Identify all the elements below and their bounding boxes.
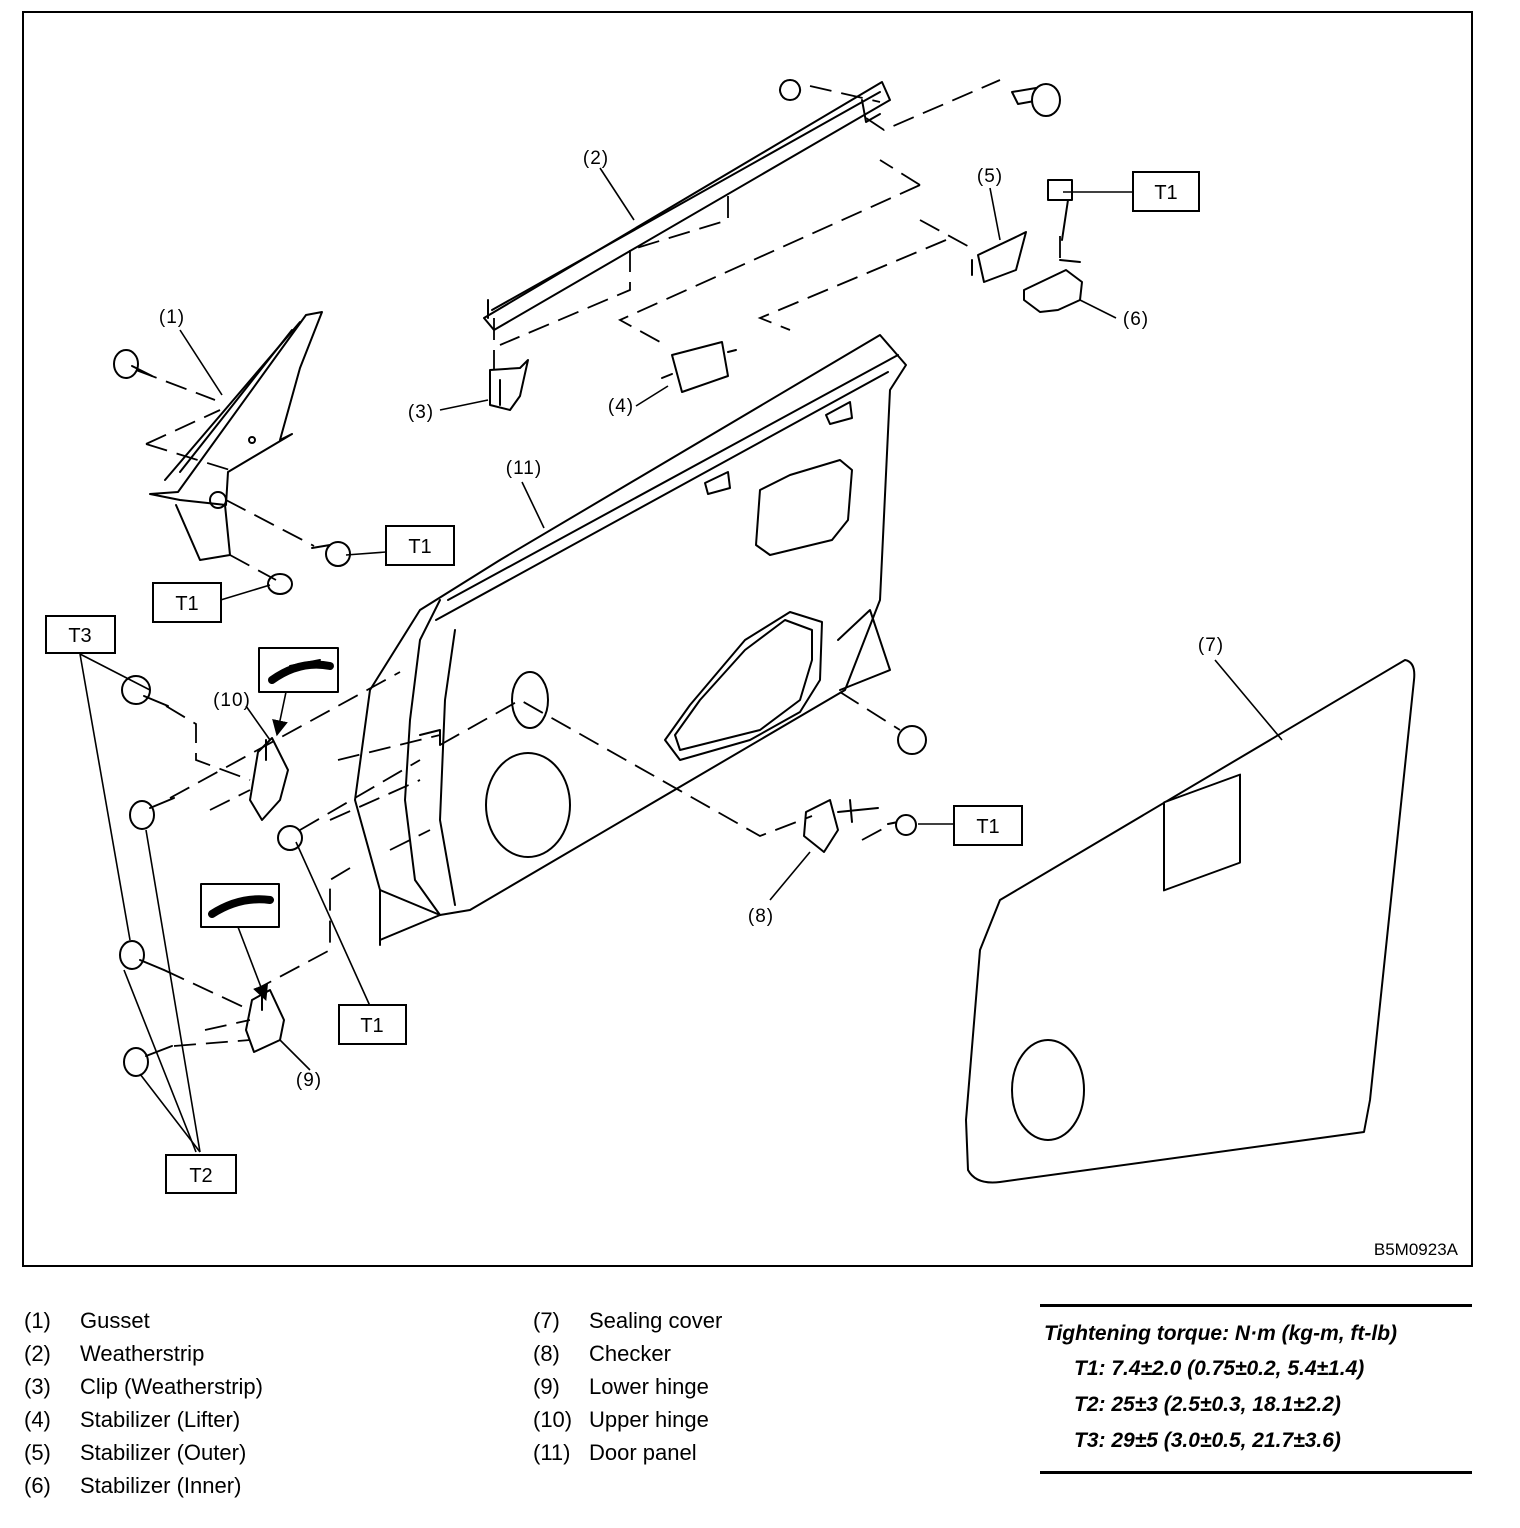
callout-10: (10) [213, 690, 251, 711]
legend-label: Lower hinge [589, 1374, 709, 1399]
diagram-frame [22, 11, 1473, 1267]
callout-7: (7) [1198, 635, 1224, 656]
legend-number: (1) [24, 1308, 51, 1333]
bolt-fasteners [113, 79, 1073, 1077]
stabilizer-lifter-part [661, 341, 737, 393]
legend-item: (4) Stabilizer (Lifter) [24, 1403, 263, 1436]
legend-number: (11) [533, 1440, 571, 1465]
legend-label: Stabilizer (Lifter) [80, 1407, 241, 1432]
torque-tag-box [953, 805, 1023, 846]
tightening-torque-table: Tightening torque: N·m (kg-m, ft-lb) T1:… [1040, 1304, 1472, 1474]
legend-label: Sealing cover [589, 1308, 723, 1333]
legend-number: (10) [533, 1407, 573, 1432]
callout-1: (1) [159, 307, 185, 328]
legend-number: (7) [533, 1308, 560, 1333]
clip-part [489, 359, 529, 411]
parts-legend-right: (7) Sealing cover (8) Checker (9) Lower hin… [533, 1304, 722, 1469]
torque-tag-box [1132, 171, 1200, 212]
checker-part [803, 799, 879, 853]
gusset-part [149, 311, 323, 561]
callout-6: (6) [1123, 309, 1149, 330]
torque-tag-t1: T1 [1154, 182, 1177, 204]
torque-tag-t1: T1 [175, 593, 198, 615]
exploded-door-diagram: T1 T1 T1 T3 T1 T1 T2 (1) (2) (3) (4) (5)… [22, 11, 1473, 1267]
torque-spec-t1: T1: 7.4±2.0 (0.75±0.2, 5.4±1.4) [1074, 1357, 1365, 1380]
stabilizer-outer-part [971, 231, 1027, 283]
torque-spec-t3: T3: 29±5 (3.0±0.5, 21.7±3.6) [1074, 1429, 1341, 1452]
legend-label: Door panel [589, 1440, 697, 1465]
legend-label: Stabilizer (Outer) [80, 1440, 247, 1465]
door-panel-part [354, 334, 907, 946]
legend-number: (4) [24, 1407, 51, 1432]
legend-item: (6) Stabilizer (Inner) [24, 1469, 263, 1502]
legend-label: Upper hinge [589, 1407, 709, 1432]
torque-tag-box [45, 615, 116, 654]
legend-label: Checker [589, 1341, 671, 1366]
figure-code: B5M0923A [1374, 1240, 1459, 1259]
callout-4: (4) [608, 396, 634, 417]
torque-tag-box [385, 525, 455, 566]
callout-2: (2) [583, 148, 609, 169]
legend-item: (1) Gusset [24, 1304, 263, 1337]
legend-label: Gusset [80, 1308, 150, 1333]
legend-item: (8) Checker [533, 1337, 722, 1370]
legend-item: (10) Upper hinge [533, 1403, 722, 1436]
legend-number: (9) [533, 1374, 560, 1399]
stabilizer-inner-part [1023, 259, 1083, 313]
torque-tag-t2: T2 [189, 1165, 212, 1187]
parts-legend-left: (1) Gusset (2) Weatherstrip (3) Clip (Weath… [24, 1304, 263, 1502]
torque-tag-t1: T1 [408, 536, 431, 558]
torque-tag-t1: T1 [976, 816, 999, 838]
legend-number: (6) [24, 1473, 51, 1498]
legend-item: (5) Stabilizer (Outer) [24, 1436, 263, 1469]
upper-hinge-part [249, 737, 289, 821]
legend-number: (2) [24, 1341, 51, 1366]
legend-number: (5) [24, 1440, 51, 1465]
torque-tag-box [338, 1004, 407, 1045]
legend-label: Weatherstrip [80, 1341, 205, 1366]
legend-label: Clip (Weatherstrip) [80, 1374, 263, 1399]
torque-tag-t3: T3 [68, 625, 91, 647]
torque-tag-box [165, 1154, 237, 1194]
legend-number: (8) [533, 1341, 560, 1366]
torque-spec-t2: T2: 25±3 (2.5±0.3, 18.1±2.2) [1074, 1393, 1341, 1416]
callout-3: (3) [408, 402, 434, 423]
callout-5: (5) [977, 166, 1003, 187]
grease-icon [258, 647, 339, 693]
legend-number: (3) [24, 1374, 51, 1399]
grease-icon [200, 883, 280, 928]
callout-9: (9) [296, 1070, 322, 1091]
torque-title: Tightening torque: N·m (kg-m, ft-lb) [1044, 1322, 1398, 1345]
weatherstrip-part [483, 81, 891, 331]
legend-item: (3) Clip (Weatherstrip) [24, 1370, 263, 1403]
torque-tag-box [152, 582, 222, 623]
legend-item: (2) Weatherstrip [24, 1337, 263, 1370]
legend-item: (7) Sealing cover [533, 1304, 722, 1337]
callout-8: (8) [748, 906, 774, 927]
lower-hinge-part [245, 989, 285, 1053]
legend-item: (11) Door panel [533, 1436, 722, 1469]
callout-11: (11) [506, 458, 542, 479]
torque-tag-t1: T1 [360, 1015, 383, 1037]
sealing-cover-part [965, 659, 1416, 1184]
legend-label: Stabilizer (Inner) [80, 1473, 242, 1498]
legend-item: (9) Lower hinge [533, 1370, 722, 1403]
